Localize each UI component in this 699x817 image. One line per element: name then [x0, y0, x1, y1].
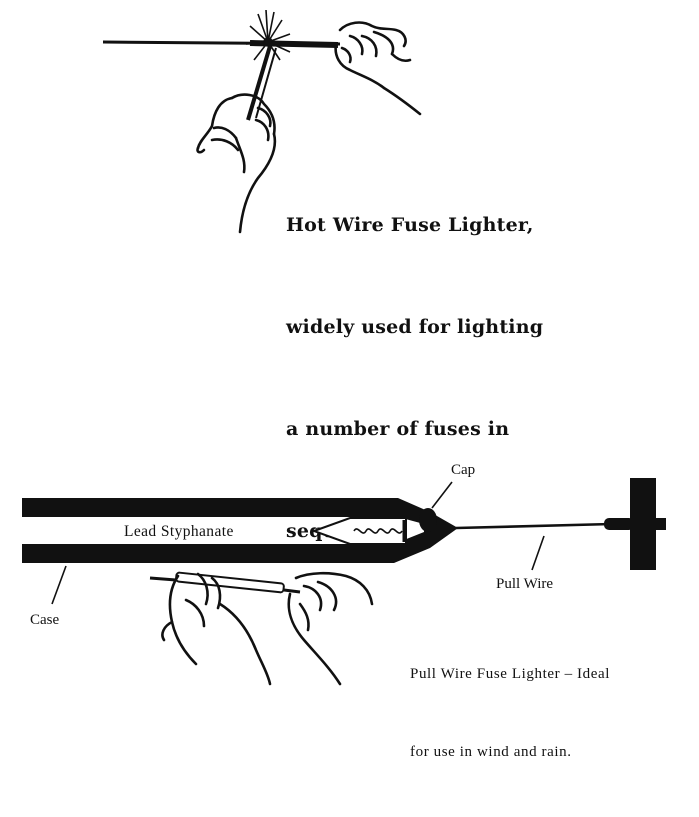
pull-wire-illustration	[22, 478, 666, 686]
hot-wire-caption-line-2: widely used for lighting	[286, 316, 544, 338]
pull-wire-caption-line-1: Pull Wire Fuse Lighter – Ideal	[410, 666, 610, 682]
hot-wire-caption-line-1: Hot Wire Fuse Lighter,	[286, 214, 534, 236]
spark-burst	[245, 9, 291, 61]
hot-wire-caption: Hot Wire Fuse Lighter, widely used for l…	[286, 140, 543, 616]
cap-shape	[419, 508, 437, 532]
left-hand-drawing	[196, 93, 277, 234]
case-label: Case	[30, 612, 60, 628]
pull-handle-knob	[656, 518, 666, 530]
case-upper-band	[22, 498, 398, 517]
holding-hands-drawing	[161, 571, 374, 686]
pull-wire-caption: Pull Wire Fuse Lighter – Ideal for use i…	[410, 609, 610, 817]
lead-styphanate-label: Lead Styphanate	[124, 523, 234, 540]
right-hand-drawing	[334, 21, 422, 116]
diagram-canvas: Hot Wire Fuse Lighter, widely used for l…	[22, 9, 666, 760]
pull-wire-line	[455, 522, 613, 530]
hot-wire-stick	[246, 45, 277, 121]
pull-wire-label: Pull Wire	[496, 576, 554, 592]
pull-wire-grip	[604, 518, 634, 530]
pull-wire-leader	[531, 535, 545, 571]
friction-coil	[353, 528, 403, 534]
case-leader	[51, 565, 67, 605]
hot-wire-caption-line-3: a number of fuses in	[286, 418, 510, 440]
case-lower-band	[22, 544, 394, 563]
cap-label: Cap	[451, 462, 476, 478]
hot-wire-illustration	[102, 9, 422, 234]
pull-handle	[630, 478, 656, 570]
cap-leader	[431, 481, 453, 509]
pull-wire-caption-line-2: for use in wind and rain.	[410, 744, 572, 760]
